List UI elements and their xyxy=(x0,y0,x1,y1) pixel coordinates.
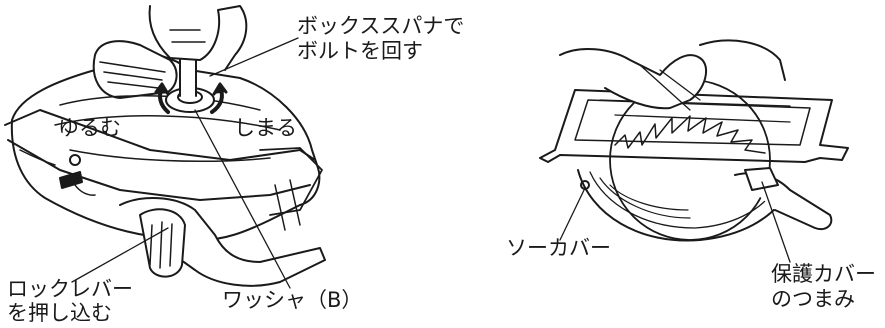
leader-sole-cover xyxy=(559,187,586,241)
leader-box-wrench xyxy=(209,37,299,77)
right-top-hand xyxy=(559,48,708,110)
saw-right-illustration xyxy=(539,39,849,263)
saw-left-illustration xyxy=(4,5,326,289)
label-washer: ワッシャ（B） xyxy=(222,288,363,312)
leader-guard-knob xyxy=(761,181,791,263)
label-box-wrench: ボックススパナで ボルトを回す xyxy=(297,14,465,63)
lock-lever xyxy=(139,208,186,278)
top-hand xyxy=(148,5,248,71)
sole-cover-shape xyxy=(577,169,791,242)
leader-washer xyxy=(194,109,291,289)
label-guard-knob: 保護カバー のつまみ xyxy=(771,262,876,311)
label-sole-cover: ソーカバー xyxy=(506,236,611,260)
label-tighten: しまる xyxy=(234,116,297,140)
label-loosen: ゆるむ xyxy=(58,116,121,140)
guard-knob xyxy=(744,167,779,191)
label-lock-lever: ロックレバー を押し込む xyxy=(7,277,133,325)
base-plate xyxy=(4,109,316,161)
leader-lock-lever xyxy=(71,227,169,283)
motor-housing xyxy=(92,40,178,99)
